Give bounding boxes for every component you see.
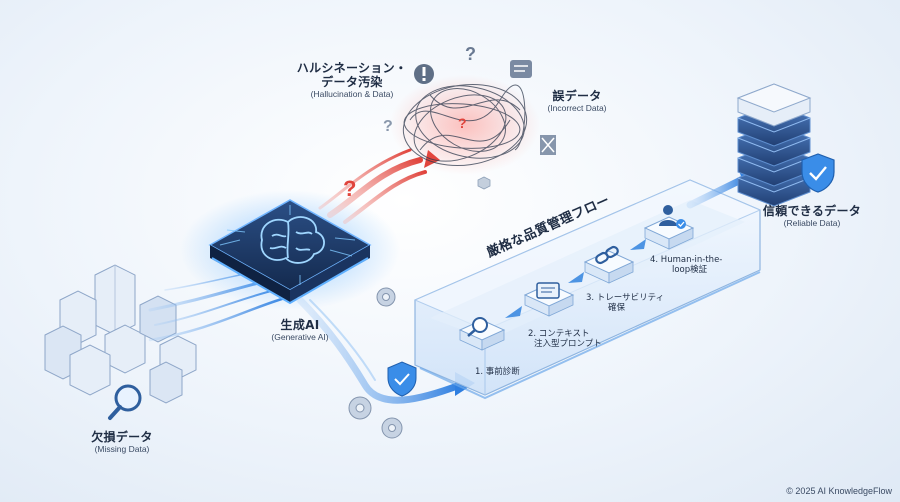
hallucination-title-2: データ汚染 [321,74,383,89]
broken-document-icon [540,135,556,155]
hallucination-subtitle: (Hallucination & Data) [310,88,394,99]
step3-label: 3. トレーサビリティ 確保 [586,293,665,314]
incorrect-data-label: 誤データ (Incorrect Data) [532,89,622,114]
incorrect-data-title: 誤データ [552,89,602,103]
generative-ai-subtitle: (Generative AI) [271,331,329,342]
step1-diagnosis-icon [458,317,506,351]
step4-label-line2: loop検証 [672,264,708,275]
gear-icon [348,287,403,439]
step2-label-line2: 注入型プロンプト [534,338,602,349]
incorrect-data-subtitle: (Incorrect Data) [547,102,607,113]
magnifier-icon [108,384,142,420]
hallucination-title-1: ハルシネーション・ [296,61,408,75]
step2-label: 2. コンテキスト 注入型プロンプト [528,329,602,350]
generative-ai-chip [180,190,400,310]
brain-icon [260,216,325,264]
question-mark-red: ? [343,176,357,201]
missing-data-cubes [44,264,197,404]
step2-label-line1: 2. コンテキスト [528,329,590,339]
hallucination-label: ハルシネーション・ データ汚染 (Hallucination & Data) [292,61,412,99]
step-arrows [505,239,646,318]
question-mark-left: ? [383,118,393,135]
reliable-data-label: 信頼できるデータ (Reliable Data) [752,204,872,229]
step3-label-line2: 確保 [608,302,626,313]
warning-bubble-icon [414,64,434,84]
step1-label: 1. 事前診断 [475,367,520,377]
step4-label-line1: 4. Human-in-the- [650,255,723,265]
reliable-data-title: 信頼できるデータ [762,204,862,218]
missing-data-label: 欠損データ (Missing Data) [72,430,172,455]
database-stack-icon [736,83,812,207]
step3-traceability-icon [583,245,635,284]
reliable-shield-icon [801,153,835,193]
missing-data-subtitle: (Missing Data) [94,443,150,454]
data-chaos-cloud [390,75,540,175]
shield-check-icon [387,361,417,397]
copyright-text: © 2025 AI KnowledgeFlow [786,486,892,496]
step2-prompt-icon [523,282,575,317]
hallucination-streams [318,148,440,224]
missing-data-title: 欠損データ [91,430,153,444]
generative-ai-label: 生成AI (Generative AI) [245,318,355,343]
question-mark-top: ? [465,44,476,64]
step4-label: 4. Human-in-the- loop検証 [650,255,723,276]
cube-fragment-icon [477,176,491,190]
generative-ai-title: 生成AI [280,318,320,332]
step3-label-line1: 3. トレーサビリティ [586,293,665,303]
reliable-data-subtitle: (Reliable Data) [783,217,841,228]
question-mark-center: ? [458,115,467,131]
step4-human-review-icon [643,205,695,250]
chat-bubble-icon [510,60,532,78]
